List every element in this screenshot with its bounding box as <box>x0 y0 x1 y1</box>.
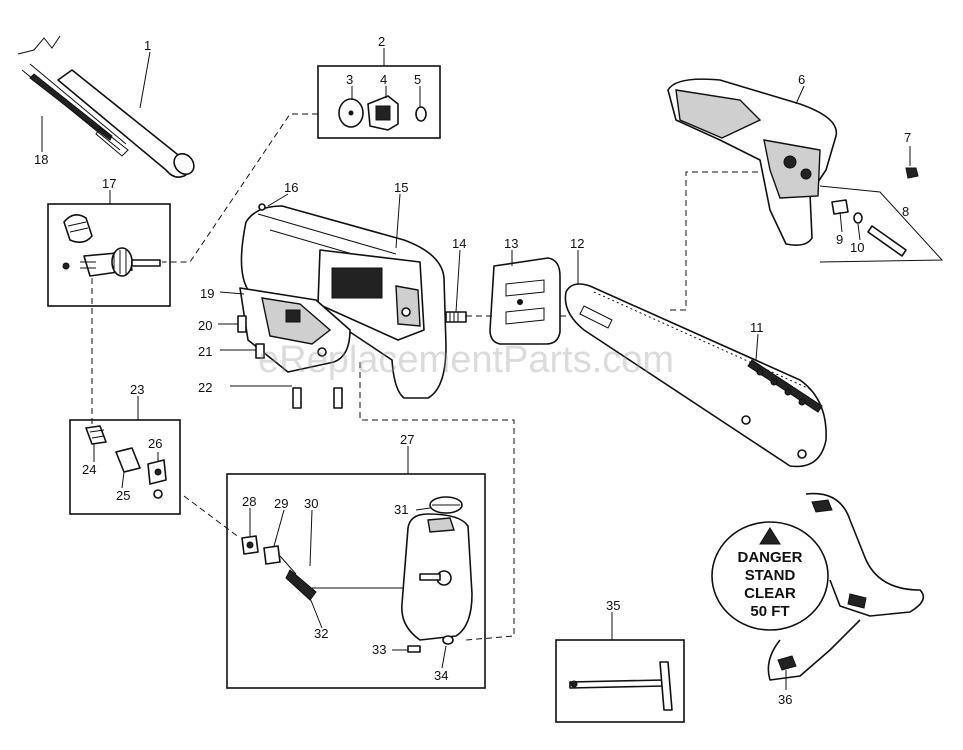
callout-11: 11 <box>750 320 764 335</box>
chain-part <box>747 359 823 413</box>
callout-30: 30 <box>304 496 318 511</box>
callout-24: 24 <box>82 462 96 477</box>
callout-35: 35 <box>606 598 620 613</box>
callout-19: 19 <box>200 286 214 301</box>
assembly-lines <box>91 113 944 641</box>
bolt-part <box>445 311 467 323</box>
safety-strap-part: DANGER STAND CLEAR 50 FT <box>711 492 925 681</box>
callout-15: 15 <box>394 180 408 195</box>
callout-16: 16 <box>284 180 298 195</box>
callout-21: 21 <box>198 344 212 359</box>
sign-line-3: CLEAR <box>744 585 796 602</box>
motor-housing-part <box>239 203 447 399</box>
callout-23: 23 <box>130 382 144 397</box>
chain-cover-part <box>667 78 838 246</box>
guide-bar-part <box>564 283 827 468</box>
sign-line-1: DANGER <box>737 549 802 566</box>
callout-32: 32 <box>314 626 328 641</box>
callout-20: 20 <box>198 318 212 333</box>
callout-5: 5 <box>414 72 421 87</box>
sign-line-4: 50 FT <box>750 603 789 620</box>
callout-26: 26 <box>148 436 162 451</box>
callout-22: 22 <box>198 380 212 395</box>
screws-part <box>237 315 343 409</box>
small-hardware-part <box>831 167 919 257</box>
callout-25: 25 <box>116 488 130 503</box>
callout-3: 3 <box>346 72 353 87</box>
callout-6: 6 <box>798 72 805 87</box>
callout-17: 17 <box>102 176 116 191</box>
callout-29: 29 <box>274 496 288 511</box>
callout-34: 34 <box>434 668 448 683</box>
parts-box-35 <box>555 639 685 723</box>
callout-33: 33 <box>372 642 386 657</box>
callout-14: 14 <box>452 236 466 251</box>
callout-18: 18 <box>34 152 48 167</box>
callout-1: 1 <box>144 38 151 53</box>
callout-9: 9 <box>836 232 843 247</box>
pole-shaft-part <box>17 35 195 178</box>
callout-27: 27 <box>400 432 414 447</box>
callout-7: 7 <box>904 130 911 145</box>
bar-plate-part <box>489 257 561 345</box>
callout-28: 28 <box>242 494 256 509</box>
callout-10: 10 <box>850 240 864 255</box>
callout-4: 4 <box>380 72 387 87</box>
callout-13: 13 <box>504 236 518 251</box>
callout-2: 2 <box>378 34 385 49</box>
callout-numbers: 1 2 3 4 5 6 7 8 9 10 11 12 13 14 15 16 1… <box>34 34 911 707</box>
sign-line-2: STAND <box>745 567 796 584</box>
callout-12: 12 <box>570 236 584 251</box>
parts-box-2 <box>317 65 441 139</box>
callout-8: 8 <box>902 204 909 219</box>
callout-31: 31 <box>394 502 408 517</box>
leader-lines <box>41 48 911 690</box>
watermark: eReplacementParts.com <box>258 339 674 381</box>
callout-36: 36 <box>778 692 792 707</box>
parts-box-23 <box>69 419 181 515</box>
parts-box-27 <box>226 473 486 689</box>
parts-box-17 <box>47 203 171 307</box>
